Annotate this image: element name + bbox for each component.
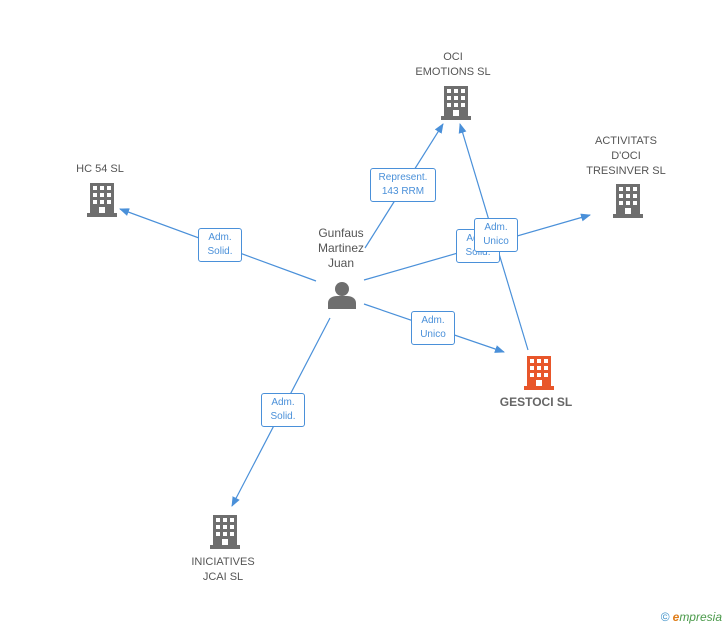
node-label-line: Gunfaus	[318, 226, 364, 240]
node-label-line: EMOTIONS SL	[415, 66, 491, 78]
edge-label-adm-solid-iniciatives[interactable]: Adm. Solid.	[261, 393, 305, 427]
node-label-activitats[interactable]: ACTIVITATS D'OCI TRESINVER SL	[578, 134, 674, 179]
node-label-line: INICIATIVES	[191, 556, 255, 568]
node-label-line: JCAI SL	[202, 571, 244, 583]
edge-label-line: Adm.	[271, 397, 295, 408]
edge-label-line: Solid.	[270, 411, 296, 422]
node-label-iniciatives[interactable]: INICIATIVES JCAI SL	[178, 555, 268, 585]
footer-logo: ©empresia	[661, 610, 722, 624]
edge-label-line: Adm.	[421, 315, 445, 326]
edge-label-line: Unico	[420, 329, 446, 340]
edge-label-line: Adm.	[208, 232, 232, 243]
node-label-line: ACTIVITATS	[595, 135, 657, 147]
edge-label-line: Solid.	[465, 247, 491, 258]
brand-initial: e	[672, 610, 680, 624]
edge-label-line: Adm.	[484, 222, 508, 233]
building-icon[interactable]	[210, 515, 240, 549]
edge-label-adm-unico-gestoci[interactable]: Adm. Unico	[411, 311, 455, 345]
edge-label-line: Unico	[483, 236, 509, 247]
edge-label-adm-solid-hc54[interactable]: Adm. Solid.	[198, 228, 242, 262]
node-label-line: Juan	[327, 256, 355, 270]
brand-name: mpresia	[679, 610, 722, 624]
edge-label-line: Represent.	[378, 172, 428, 183]
node-label-line: TRESINVER SL	[586, 165, 666, 177]
building-icon[interactable]	[441, 86, 471, 120]
building-icon[interactable]	[613, 184, 643, 218]
node-label-hc54[interactable]: HC 54 SL	[60, 162, 140, 177]
node-label-line: OCI	[443, 51, 463, 63]
node-label-line: D'OCI	[611, 150, 641, 162]
building-icon[interactable]	[87, 183, 117, 217]
node-label-line: Martinez	[317, 241, 364, 255]
node-label-oci-emotions[interactable]: OCI EMOTIONS SL	[405, 50, 501, 80]
node-label-gestoci[interactable]: GESTOCI SL	[486, 395, 586, 410]
edge-label-adm-unico-oci[interactable]: Adm. Unico	[474, 218, 518, 252]
edge-label-line: 143 RRM	[381, 186, 425, 197]
node-label-line: GESTOCI SL	[499, 395, 573, 409]
building-icon[interactable]	[524, 356, 554, 390]
person-icon[interactable]	[328, 281, 356, 309]
edge-label-line: Solid.	[207, 246, 233, 257]
copyright-symbol: ©	[660, 610, 670, 624]
node-label-line: HC 54 SL	[76, 163, 124, 175]
edge-label-represent[interactable]: Represent. 143 RRM	[370, 168, 436, 202]
brand-logo: empresia	[673, 610, 722, 624]
node-label-person[interactable]: Gunfaus Martinez Juan	[300, 226, 382, 271]
